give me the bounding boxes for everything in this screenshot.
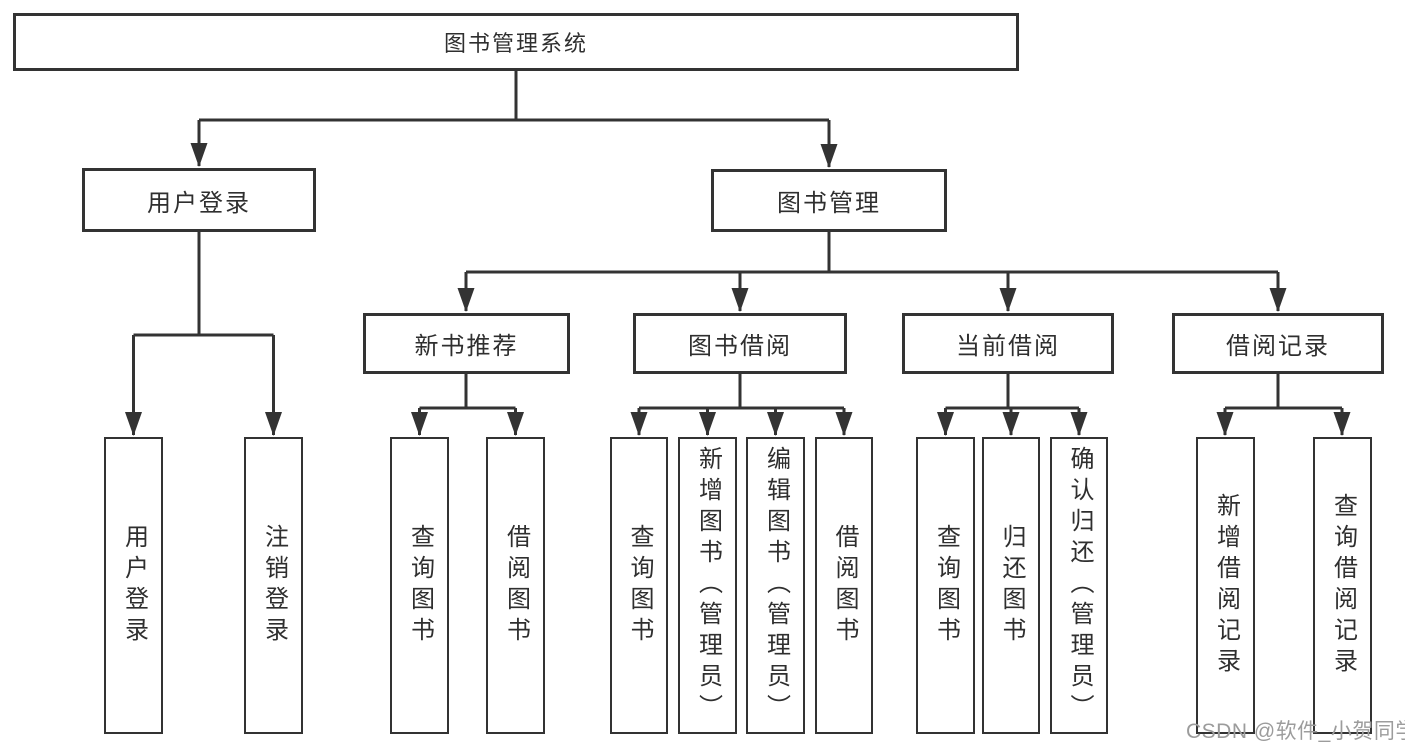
node-library-system: 图书管理系统 [13, 13, 1019, 71]
leaf-query-borrow-record: 查询借阅记录 [1313, 437, 1372, 734]
leaf-query-books-recommend: 查询图书 [390, 437, 449, 734]
leaf-label: 归还图书 [998, 523, 1025, 648]
node-label: 新书推荐 [414, 333, 519, 360]
leaf-label: 借阅图书 [831, 523, 858, 648]
node-label: 图书借阅 [688, 333, 792, 360]
node-borrowing-records: 借阅记录 [1172, 313, 1384, 374]
leaf-label: 查询图书 [626, 523, 653, 648]
leaf-add-borrow-record: 新增借阅记录 [1196, 437, 1255, 734]
leaf-label: 借阅图书 [502, 523, 530, 648]
node-new-book-recommend: 新书推荐 [363, 313, 570, 374]
node-label: 借阅记录 [1226, 333, 1330, 360]
leaf-query-books-borrowing: 查询图书 [610, 437, 668, 734]
node-user-login: 用户登录 [82, 168, 316, 232]
node-book-borrowing: 图书借阅 [633, 313, 847, 374]
leaf-add-book-admin: 新增图书（管理员） [678, 437, 737, 734]
leaf-label: 查询借阅记录 [1329, 492, 1357, 679]
leaf-label: 注销登录 [260, 523, 288, 648]
leaf-label: 新增图书（管理员） [694, 446, 722, 725]
leaf-query-books-current: 查询图书 [916, 437, 975, 734]
node-label: 图书管理系统 [443, 31, 588, 56]
leaf-return-book: 归还图书 [982, 437, 1040, 734]
leaf-borrow-books-borrowing: 借阅图书 [815, 437, 873, 734]
node-label: 用户登录 [147, 189, 251, 217]
node-book-management: 图书管理 [711, 169, 947, 232]
node-label: 图书管理 [777, 190, 881, 217]
node-current-borrowing: 当前借阅 [902, 313, 1114, 374]
leaf-label: 查询图书 [932, 523, 960, 648]
leaf-label: 确认归还（管理员） [1066, 446, 1093, 725]
leaf-logout: 注销登录 [244, 437, 303, 734]
leaf-borrow-books-recommend: 借阅图书 [486, 437, 545, 734]
node-label: 当前借阅 [956, 333, 1060, 360]
csdn-watermark: CSDN @软件_小贺同学 [1186, 720, 1405, 743]
leaf-label: 新增借阅记录 [1212, 492, 1240, 679]
leaf-confirm-return-admin: 确认归还（管理员） [1050, 437, 1108, 734]
leaf-label: 编辑图书（管理员） [762, 446, 790, 725]
leaf-edit-book-admin: 编辑图书（管理员） [746, 437, 805, 734]
leaf-label: 用户登录 [120, 523, 148, 648]
leaf-user-login: 用户登录 [104, 437, 163, 734]
leaf-label: 查询图书 [406, 523, 434, 648]
